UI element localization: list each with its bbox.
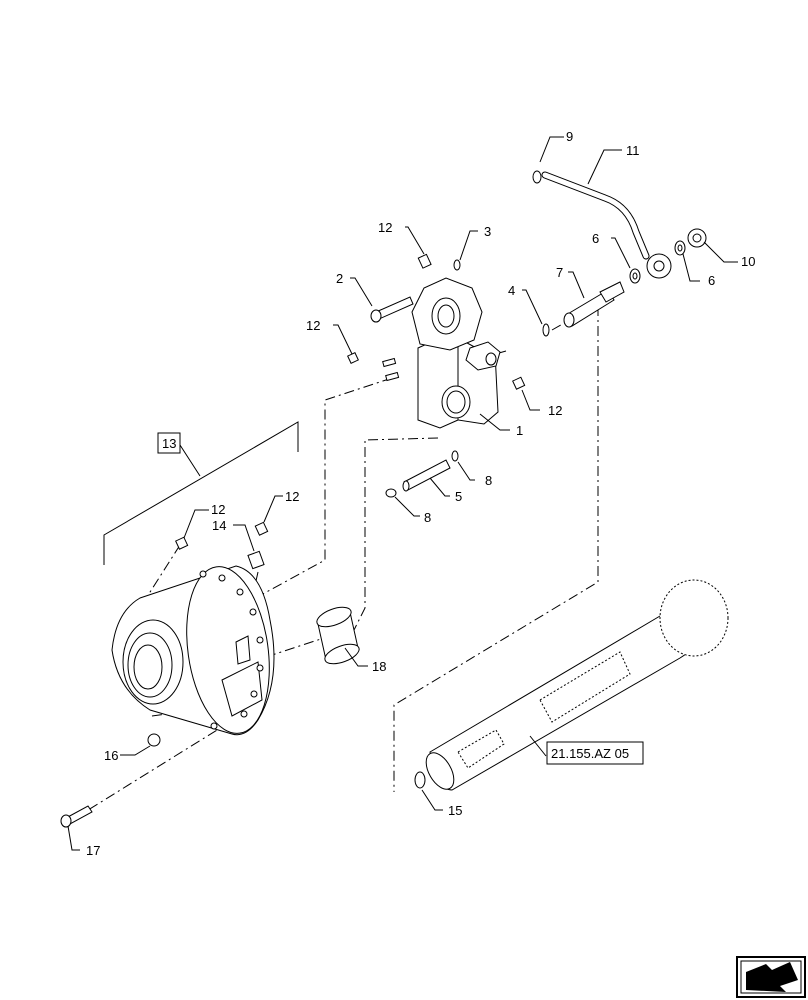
reference-label: 21.155.AZ 05	[551, 746, 629, 761]
sealing-washer	[674, 240, 686, 256]
group-bracket-13	[103, 421, 299, 565]
o-ring	[453, 259, 461, 271]
plug	[175, 536, 189, 550]
callout-6: 6	[592, 231, 599, 246]
pin	[402, 459, 451, 492]
callout-8: 8	[424, 510, 431, 525]
callout-1: 1	[516, 423, 523, 438]
banjo-bolt	[687, 228, 707, 248]
callout-15: 15	[448, 803, 462, 818]
leader-lines	[67, 136, 738, 851]
fitting	[563, 281, 625, 328]
callout-16: 16	[104, 748, 118, 763]
reference-box[interactable]: 21.155.AZ 05	[546, 741, 644, 765]
plug	[512, 376, 526, 390]
callout-12: 12	[378, 220, 392, 235]
plug	[254, 521, 269, 536]
bolt-hole	[210, 722, 218, 730]
bolt-hole	[199, 570, 207, 578]
bushing	[316, 606, 360, 665]
plug	[347, 352, 359, 364]
callout-12: 12	[306, 318, 320, 333]
fitting	[247, 550, 265, 570]
callouts: 9 11 12 3 6 10 7 2 6 4 12 12 1 8 5 8 12 …	[86, 129, 755, 858]
sealing-washer	[629, 268, 641, 284]
ball	[147, 733, 161, 747]
bolt-hole	[249, 608, 257, 616]
bolt-hole	[218, 574, 226, 582]
callout-3: 3	[484, 224, 491, 239]
o-ring	[532, 170, 542, 184]
o-ring	[385, 488, 397, 498]
callout-10: 10	[741, 254, 755, 269]
dowel-pin	[382, 357, 397, 368]
callout-8: 8	[485, 473, 492, 488]
tube	[541, 171, 650, 260]
screw	[60, 805, 93, 828]
bolt	[370, 296, 414, 323]
splined-shaft	[425, 579, 729, 791]
callout-5: 5	[455, 489, 462, 504]
o-ring	[451, 450, 459, 462]
callout-6: 6	[708, 273, 715, 288]
hub-housing	[111, 565, 275, 736]
dowel-pin	[385, 371, 400, 382]
callout-13: 13	[162, 436, 176, 451]
plug	[417, 253, 432, 269]
o-ring	[542, 323, 550, 337]
callout-12: 12	[548, 403, 562, 418]
callout-12: 12	[211, 502, 225, 517]
bolt-hole	[236, 588, 244, 596]
bolt-hole	[250, 690, 258, 698]
callout-9: 9	[566, 129, 573, 144]
bolt-hole	[240, 710, 248, 718]
callout-18: 18	[372, 659, 386, 674]
callout-2: 2	[336, 271, 343, 286]
next-page-arrow-icon[interactable]	[736, 956, 806, 998]
banjo-fitting	[646, 253, 672, 279]
bolt-hole	[256, 664, 264, 672]
callout-13-box: 13	[157, 432, 181, 454]
callout-11: 11	[626, 143, 640, 158]
callout-4: 4	[508, 283, 515, 298]
callout-12: 12	[285, 489, 299, 504]
bolt-hole	[256, 636, 264, 644]
callout-17: 17	[86, 843, 100, 858]
callout-14: 14	[212, 518, 226, 533]
valve-housing	[411, 277, 501, 429]
callout-7: 7	[556, 265, 563, 280]
snap-ring	[414, 771, 426, 789]
